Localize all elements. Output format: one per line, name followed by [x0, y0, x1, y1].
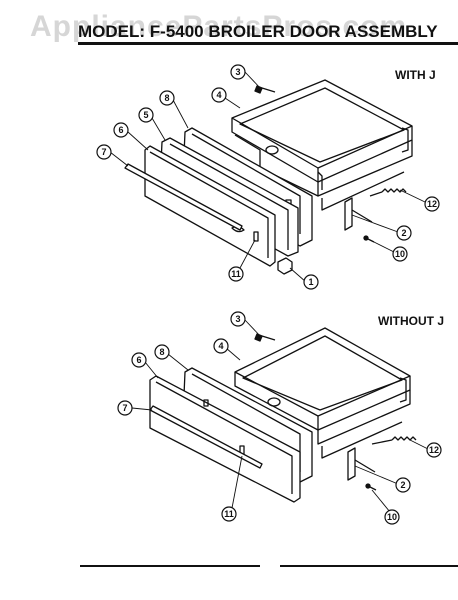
svg-text:3: 3 — [235, 67, 240, 77]
callout-10-upper: 10 — [392, 246, 408, 262]
svg-text:5: 5 — [143, 110, 148, 120]
svg-text:11: 11 — [224, 509, 234, 519]
svg-text:12: 12 — [429, 445, 439, 455]
callout-5-upper: 5 — [138, 107, 154, 123]
hinge-bracket-upper — [344, 197, 373, 231]
door-handle-lower — [149, 405, 263, 469]
screw-upper — [261, 87, 276, 93]
clip-upper — [277, 257, 293, 275]
spring-upper — [381, 188, 407, 193]
watermark: AppliancePartsPros.com — [30, 10, 408, 43]
callout-4-upper: 4 — [211, 87, 227, 103]
callout-4-lower: 4 — [213, 338, 229, 354]
screw-lower — [261, 335, 276, 341]
svg-text:6: 6 — [136, 355, 141, 365]
callout-12-lower: 12 — [426, 442, 442, 458]
broiler-drawer-lower — [234, 327, 411, 459]
callout-12-upper: 12 — [424, 196, 440, 212]
svg-text:4: 4 — [218, 341, 223, 351]
title-rule — [78, 42, 458, 45]
spring-lower — [391, 436, 417, 441]
section-label-with-j: WITH J — [395, 68, 436, 82]
callout-2-lower: 2 — [395, 477, 411, 493]
callout-3-lower: 3 — [230, 311, 246, 327]
callout-8-lower: 8 — [154, 344, 170, 360]
svg-text:8: 8 — [164, 93, 169, 103]
svg-text:8: 8 — [159, 347, 164, 357]
svg-text:12: 12 — [427, 199, 437, 209]
footer-rule-right — [280, 565, 458, 567]
callout-10-lower: 10 — [384, 509, 400, 525]
svg-text:7: 7 — [101, 147, 106, 157]
page-title: MODEL: F-5400 BROILER DOOR ASSEMBLY — [78, 22, 438, 41]
svg-text:2: 2 — [400, 480, 405, 490]
callout-2-upper: 2 — [396, 225, 412, 241]
svg-text:6: 6 — [118, 125, 123, 135]
hinge-bracket-lower — [347, 447, 376, 481]
callout-3-upper: 3 — [230, 64, 246, 80]
callout-11-lower: 11 — [221, 506, 237, 522]
svg-text:10: 10 — [387, 512, 397, 522]
svg-text:3: 3 — [235, 314, 240, 324]
broiler-drawer-upper — [231, 79, 413, 211]
section-label-without-j: WITHOUT J — [378, 314, 444, 328]
callout-6-upper: 6 — [113, 122, 129, 138]
callout-11-upper: 11 — [228, 266, 244, 282]
callout-7-upper: 7 — [96, 144, 112, 160]
footer-rule-left — [80, 565, 260, 567]
callouts-upper: 3 4 8 5 6 7 11 1 2 10 12 — [96, 64, 440, 290]
svg-text:7: 7 — [122, 403, 127, 413]
svg-text:4: 4 — [216, 90, 221, 100]
callout-8-upper: 8 — [159, 90, 175, 106]
callouts-lower: 3 4 8 6 7 11 2 10 12 — [117, 311, 442, 525]
svg-text:10: 10 — [395, 249, 405, 259]
svg-text:11: 11 — [231, 269, 241, 279]
callout-6-lower: 6 — [131, 352, 147, 368]
svg-text:2: 2 — [401, 228, 406, 238]
callout-7-lower: 7 — [117, 400, 133, 416]
svg-text:1: 1 — [308, 277, 313, 287]
callout-1-upper: 1 — [303, 274, 319, 290]
